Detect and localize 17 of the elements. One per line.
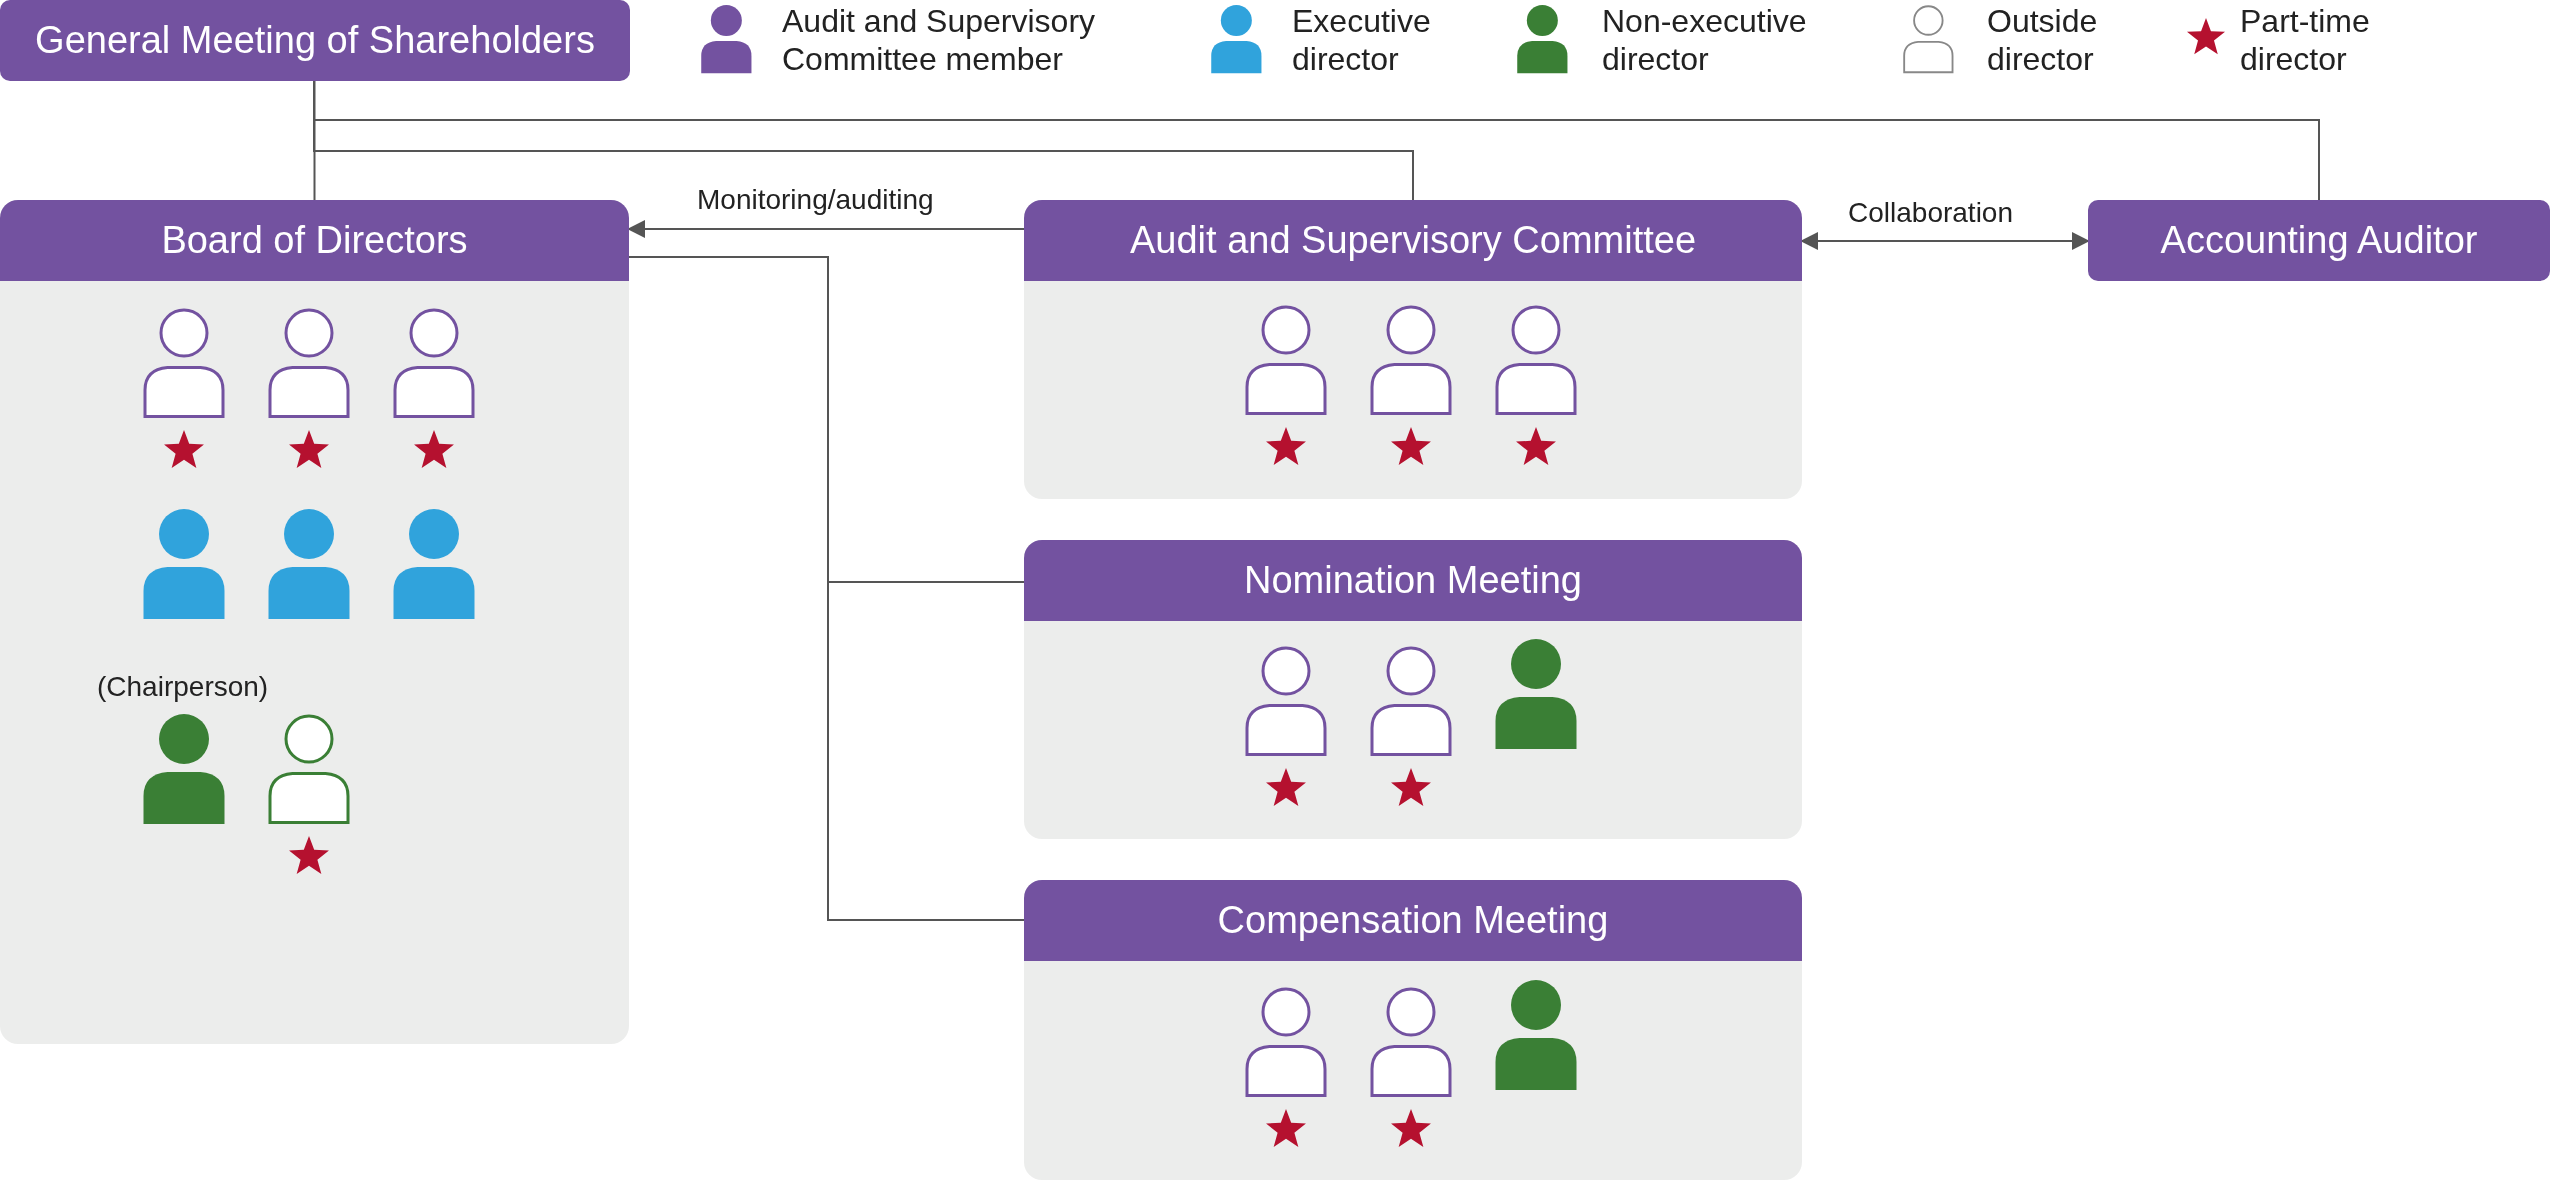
title-bar: Compensation Meeting — [1024, 880, 1802, 961]
title-bar: Board of Directors — [0, 200, 629, 281]
committee-panel — [1024, 540, 1802, 839]
committee-panel — [1024, 880, 1802, 1180]
committee-panel — [0, 200, 629, 1044]
legend-text: Executive director — [1292, 2, 1432, 78]
title-box: Accounting Auditor — [2088, 200, 2550, 281]
title-bar: Nomination Meeting — [1024, 540, 1802, 621]
legend-text: Part-time director — [2240, 2, 2371, 78]
legend-text: Non-executive director — [1602, 2, 1808, 78]
legend-text: Audit and Supervisory Committee member — [782, 2, 1097, 78]
title-box: General Meeting of Shareholders — [0, 0, 630, 81]
title-bar: Audit and Supervisory Committee — [1024, 200, 1802, 281]
note-text: (Chairperson) — [97, 670, 269, 704]
connector-line — [313, 80, 316, 201]
legend-text: Outside director — [1987, 2, 2099, 78]
committee-panel — [1024, 200, 1802, 499]
